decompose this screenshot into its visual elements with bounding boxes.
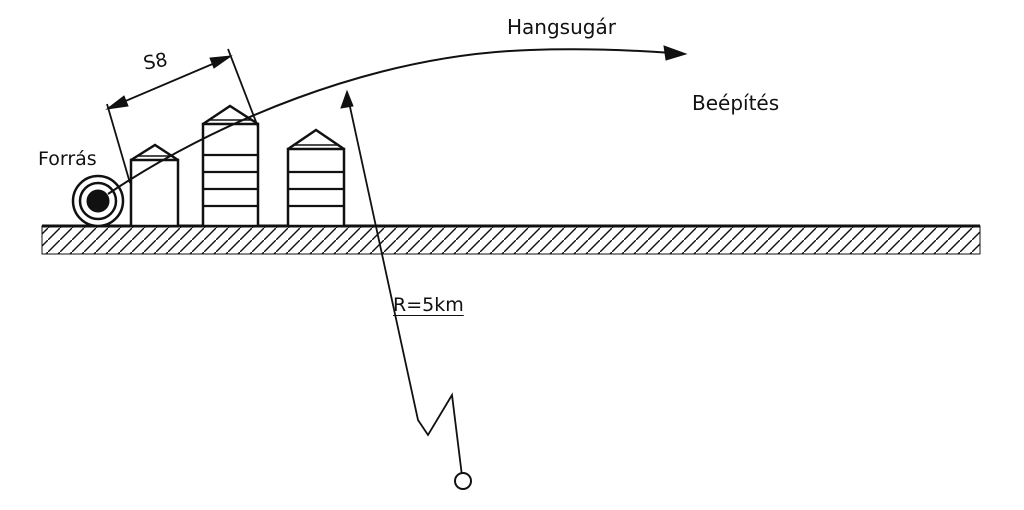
building-medium [286, 128, 346, 228]
building-small [129, 143, 180, 228]
radius-line [340, 89, 472, 490]
sound-ray [107, 45, 688, 195]
building-tall [201, 104, 260, 228]
distance-dimension [105, 48, 259, 184]
buildings-label: Beépítés [692, 91, 780, 115]
source-label: Forrás [38, 148, 97, 170]
sound-source-icon [71, 174, 125, 228]
ground [41, 224, 981, 255]
sound-ray-label: Hangsugár [507, 15, 616, 39]
distance-label: S8 [141, 48, 170, 75]
radius-label: R=5km [393, 294, 464, 316]
